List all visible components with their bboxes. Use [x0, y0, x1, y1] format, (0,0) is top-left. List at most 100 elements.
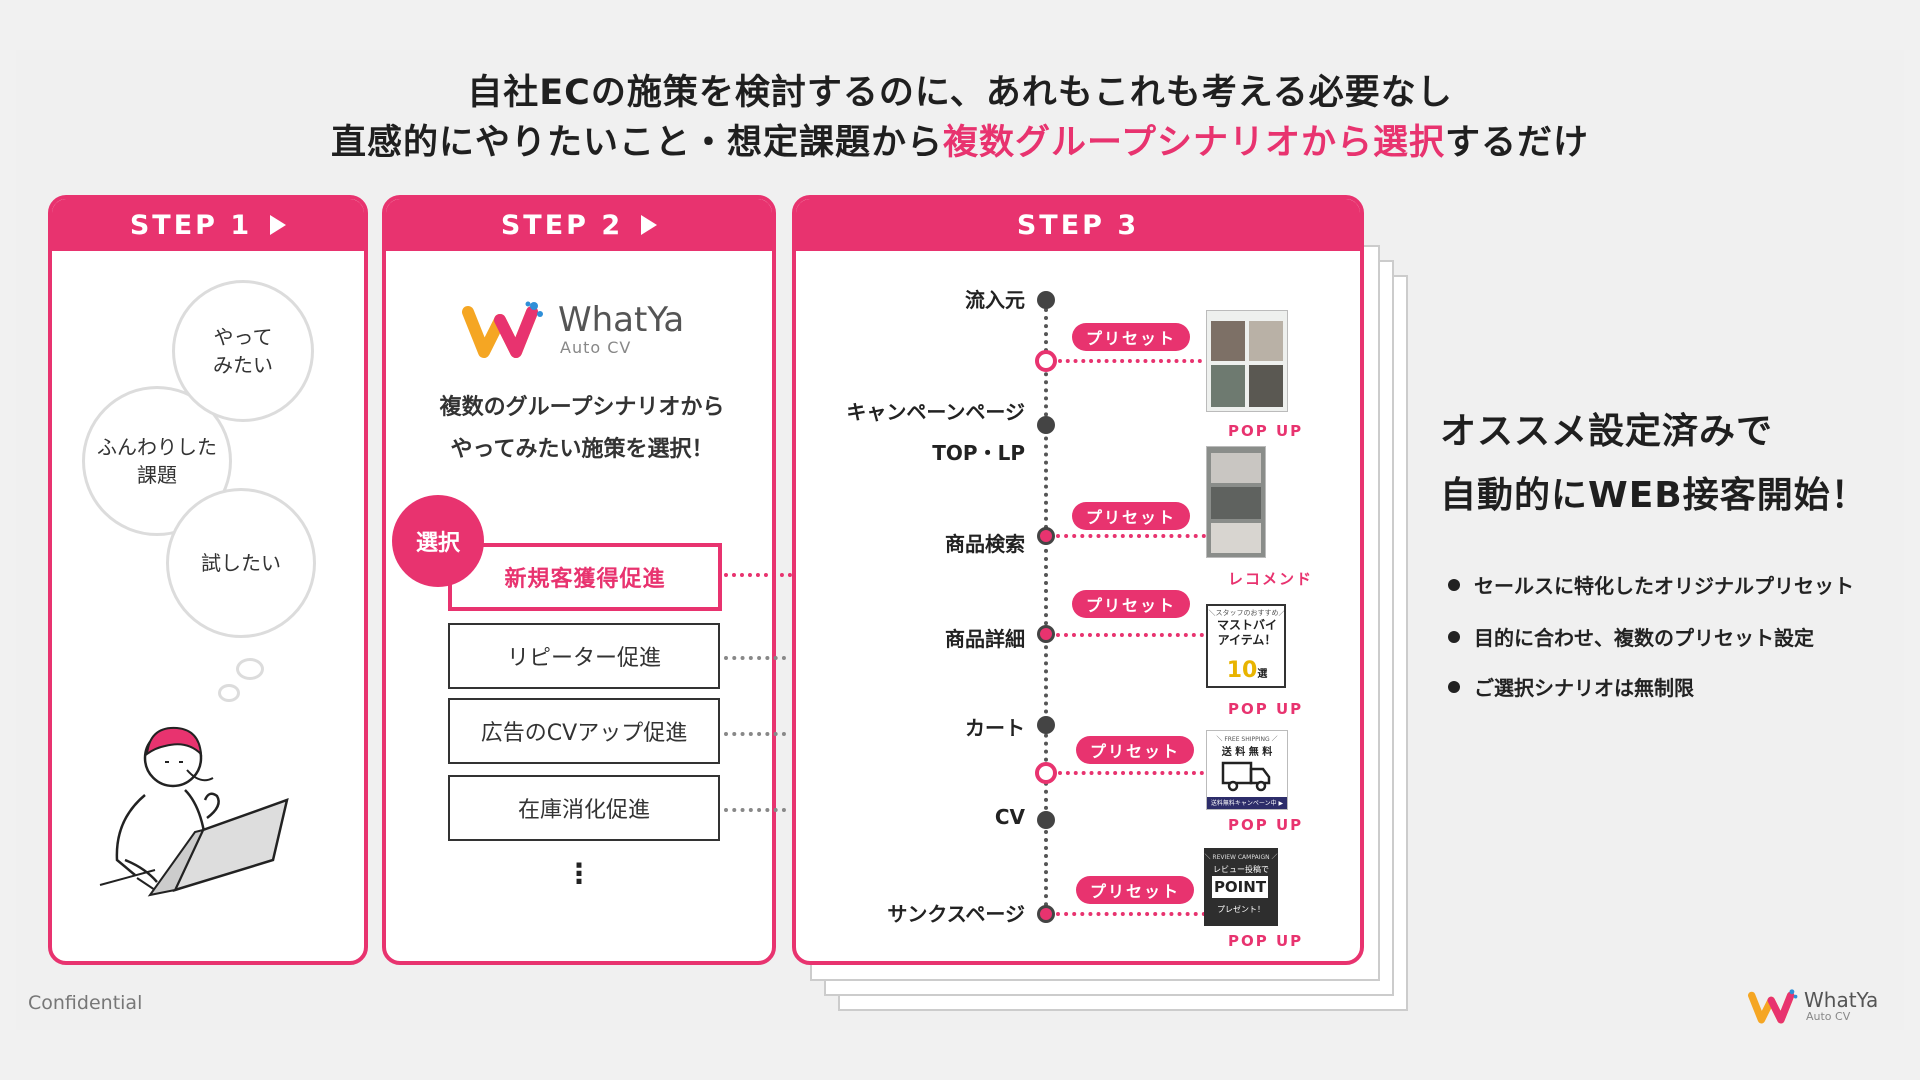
timeline-node-campaign	[1037, 416, 1055, 434]
timeline-node-search	[1037, 527, 1055, 545]
thought-dot-small	[218, 684, 240, 702]
caption-popup: POP UP	[1228, 422, 1304, 440]
headline-line-2: 直感的にやりたいこと・想定課題から複数グループシナリオから選択するだけ	[0, 114, 1920, 165]
feature-bullet: セールスに特化したオリジナルプリセット	[1448, 570, 1854, 599]
bullet-dot	[1448, 680, 1460, 693]
preset-badge: プリセット	[1076, 876, 1194, 904]
thumb-number-unit: 選	[1257, 669, 1268, 680]
timeline-node-thanks	[1037, 905, 1055, 923]
step3-header: STEP 3	[796, 199, 1360, 251]
timeline-node-preset-1	[1035, 350, 1057, 372]
preset-connector	[1056, 633, 1204, 637]
thought-bubble-test: 試したい	[166, 488, 316, 638]
option-connector	[724, 732, 786, 736]
preset-badge: プリセット	[1072, 323, 1190, 351]
step2-header-label: STEP 2	[500, 209, 624, 241]
headline-highlight: 複数グループシナリオから選択	[943, 123, 1445, 163]
timeline-node-detail	[1037, 625, 1055, 643]
more-options-ellipsis: ⋮	[565, 857, 593, 890]
caption-recommend: レコメンド	[1228, 570, 1314, 588]
scenario-option-repeater[interactable]: リピーター促進	[448, 623, 720, 689]
select-badge: 選択	[392, 495, 484, 587]
timeline-node-source	[1037, 291, 1055, 309]
thought-dot-large	[236, 658, 264, 680]
option-connector	[724, 808, 786, 812]
preset-connector	[1058, 359, 1202, 363]
arrow-right-icon	[270, 215, 287, 235]
headline-line-2-prefix: 直感的にやりたいこと・想定課題から	[331, 123, 944, 163]
footer-whatya-logo-icon	[1748, 989, 1798, 1024]
caption-popup: POP UP	[1228, 700, 1304, 718]
right-title-line-2: 自動的にWEB接客開始！	[1440, 475, 1868, 516]
feature-bullet: ご選択シナリオは無制限	[1448, 672, 1694, 701]
thinking-person-illustration	[99, 726, 289, 897]
stage-label-thanks: サンクスページ	[887, 902, 1025, 926]
feature-bullet-text: 目的に合わせ、複数のプリセット設定	[1474, 626, 1814, 650]
scenario-option-inventory[interactable]: 在庫消化促進	[448, 775, 720, 841]
photo-block	[1249, 365, 1283, 407]
photo-block	[1211, 365, 1245, 407]
selected-connector	[724, 573, 816, 577]
stage-label-cv: CV	[994, 805, 1025, 829]
stage-label-detail: 商品詳細	[945, 627, 1025, 651]
preset-connector	[1056, 912, 1206, 916]
thumb-line-2: プレゼント！	[1217, 905, 1265, 914]
headline-line-1: 自社ECの施策を検討するのに、あれもこれも考える必要なし	[467, 73, 1453, 113]
preset-badge: プリセット	[1072, 502, 1190, 530]
preset-connector	[1058, 771, 1204, 775]
headline-line-2-suffix: するだけ	[1444, 123, 1589, 163]
truck-icon	[1221, 761, 1271, 792]
scenario-option-ad-cv[interactable]: 広告のCVアップ促進	[448, 698, 720, 764]
step2-message-line-1: 複数のグループシナリオから	[439, 395, 725, 420]
thumb-number-value: 10	[1226, 658, 1258, 683]
feature-bullet-text: ご選択シナリオは無制限	[1474, 676, 1694, 700]
thumb-number: 10選	[1208, 658, 1284, 683]
confidential-label: Confidential	[28, 992, 143, 1014]
step2-message-line-2: やってみたい施策を選択！	[450, 437, 714, 462]
timeline-node-cv	[1037, 811, 1055, 829]
photo-block	[1211, 321, 1245, 361]
preset-connector	[1056, 534, 1206, 538]
step1-header: STEP 1	[52, 199, 364, 251]
arrow-right-icon	[641, 215, 658, 235]
option-connector	[724, 656, 786, 660]
feature-bullet-text: セールスに特化したオリジナルプリセット	[1474, 574, 1854, 598]
thumb-small-text: ＼ REVIEW CAMPAIGN ／	[1204, 854, 1278, 861]
whatya-logo-icon	[462, 301, 543, 358]
step3-header-label: STEP 3	[1016, 209, 1140, 241]
thumb-line-1: レビュー投稿で	[1213, 865, 1269, 874]
thought-bubble-want-to-try: やって みたい	[172, 280, 314, 422]
photo-block	[1211, 487, 1261, 519]
thumb-small-text: ＼スタッフのおすすめ／	[1208, 609, 1286, 617]
stage-label-cart: カート	[965, 716, 1025, 740]
scenario-option-new-customer[interactable]: 新規客獲得促進	[448, 543, 722, 611]
timeline-node-cart	[1037, 716, 1055, 734]
thumb-main-text: 送 料 無 料	[1221, 747, 1273, 758]
thumb-small-text: ＼ FREE SHIPPING ／	[1216, 736, 1278, 743]
photo-block	[1211, 453, 1261, 483]
stage-label-source: 流入元	[965, 288, 1025, 312]
feature-bullet: 目的に合わせ、複数のプリセット設定	[1448, 622, 1814, 651]
stage-label-top-lp: TOP・LP	[932, 441, 1025, 465]
thumb-main-text: マストバイ アイテム！	[1216, 618, 1277, 647]
whatya-logo-name: WhatYa	[558, 300, 685, 340]
stage-label-column: 流入元 キャンペーンページ TOP・LP 商品検索 商品詳細 カート CV サン…	[800, 0, 1025, 1080]
photo-block	[1211, 523, 1261, 553]
popup-thumbnail-fashion	[1206, 310, 1288, 412]
step2-header: STEP 2	[386, 199, 772, 251]
popup-thumbnail-review-point: ＼ REVIEW CAMPAIGN ／ レビュー投稿で POINT プレゼント！	[1204, 848, 1278, 926]
caption-popup: POP UP	[1228, 816, 1304, 834]
bullet-dot	[1448, 630, 1460, 643]
caption-popup: POP UP	[1228, 932, 1304, 950]
footer-logo-sub: Auto CV	[1806, 1010, 1851, 1023]
right-title-line-1: オススメ設定済みで	[1440, 411, 1774, 452]
whatya-logo-sub: Auto CV	[560, 338, 632, 357]
stage-label-search: 商品検索	[945, 532, 1025, 556]
timeline-line	[1044, 300, 1048, 915]
thumb-point: POINT	[1212, 876, 1268, 898]
preset-badge: プリセット	[1076, 736, 1194, 764]
step1-header-label: STEP 1	[129, 209, 253, 241]
popup-thumbnail-must-buy: ＼スタッフのおすすめ／ マストバイ アイテム！ 10選	[1206, 604, 1286, 688]
bullet-dot	[1448, 578, 1460, 591]
photo-block	[1249, 321, 1283, 361]
